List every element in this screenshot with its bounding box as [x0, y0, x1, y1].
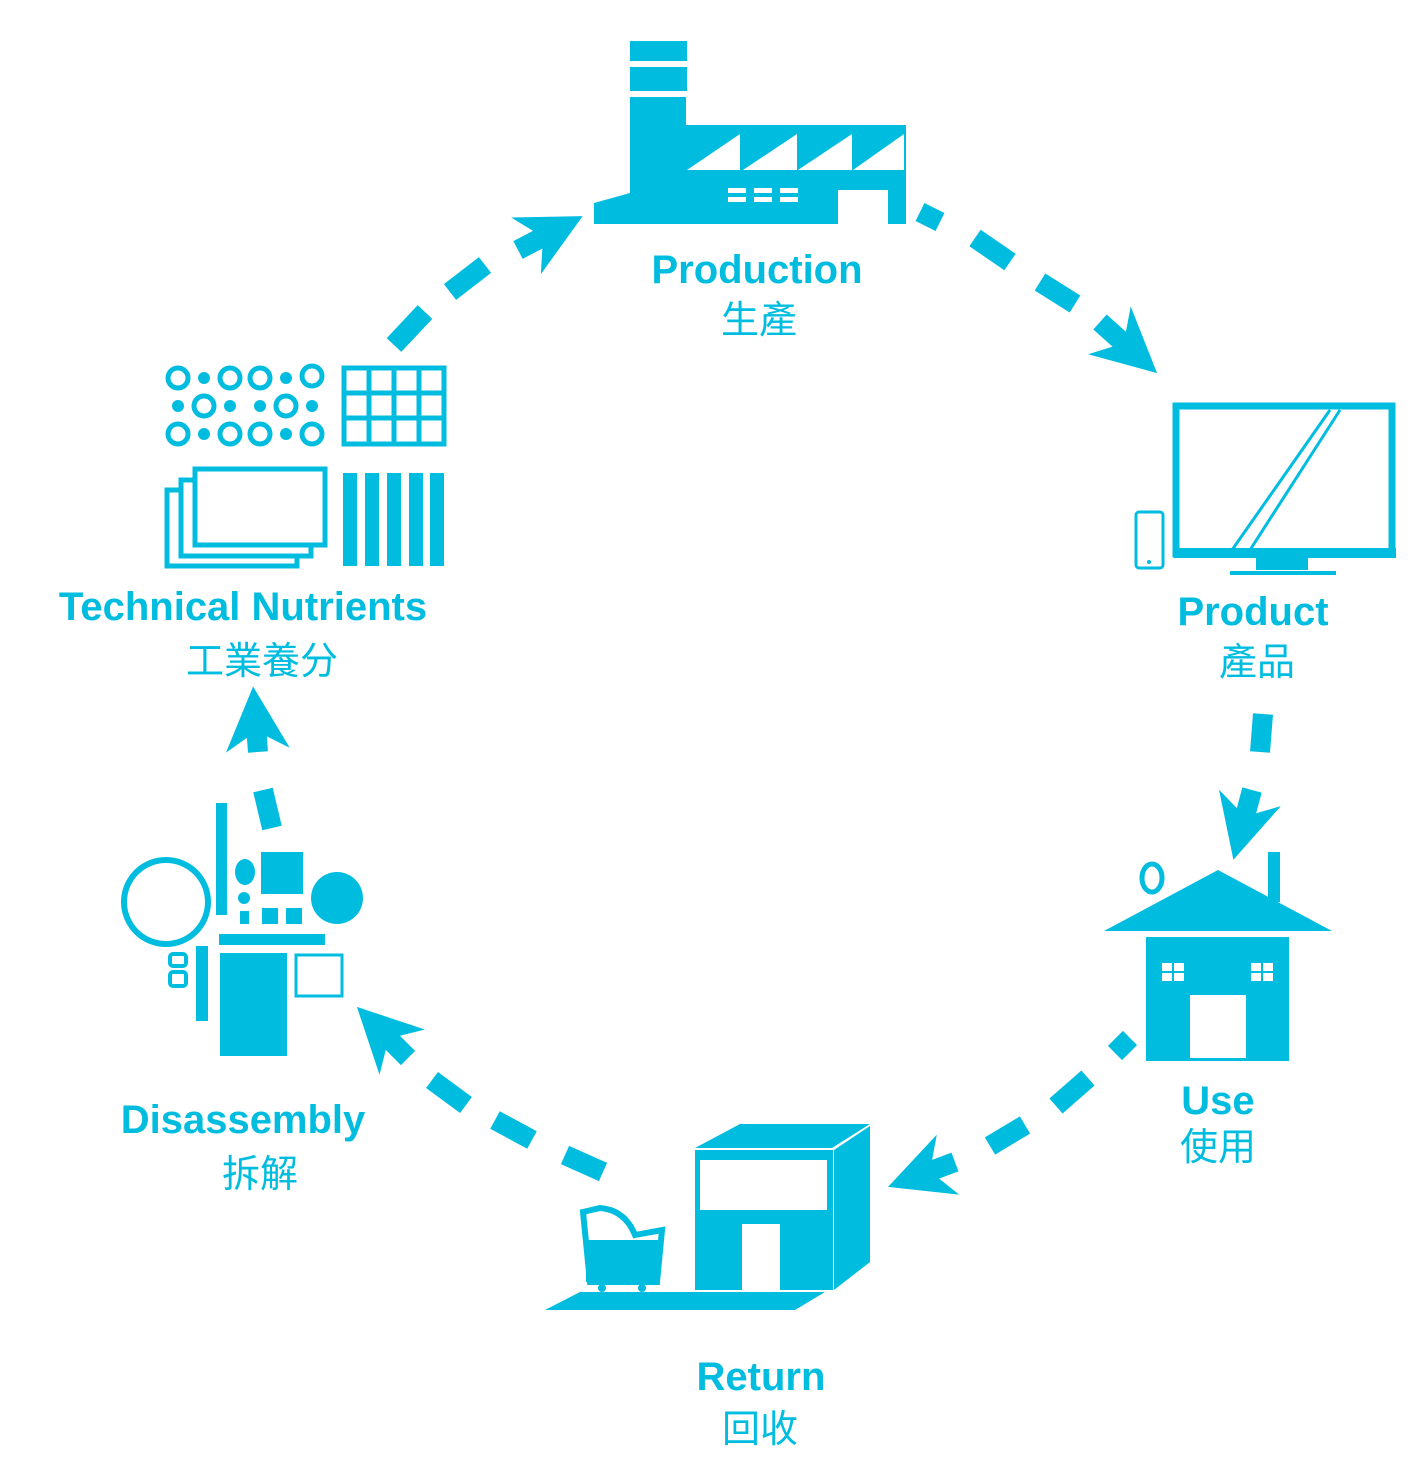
label-use: Use	[1181, 1079, 1254, 1123]
arrow-nutrients-to-production	[386, 216, 583, 352]
label-production: Production	[651, 248, 862, 292]
label-product: Product	[1177, 590, 1328, 634]
materials-icon	[164, 363, 447, 569]
factory-icon	[594, 41, 906, 224]
arrow-production-to-product	[915, 203, 1158, 374]
label-product-zh: 產品	[1219, 640, 1295, 684]
label-return-zh: 回收	[722, 1407, 798, 1451]
store-cart-icon	[545, 1124, 870, 1310]
label-disassembly-zh: 拆解	[222, 1152, 298, 1196]
house-icon	[1104, 852, 1332, 1061]
label-technical-nutrients: Technical Nutrients	[59, 585, 427, 629]
label-use-zh: 使用	[1180, 1125, 1256, 1169]
label-technical-nutrients-zh: 工業養分	[186, 639, 338, 683]
monitor-phone-icon	[1134, 402, 1396, 575]
arrow-product-to-use	[1218, 713, 1281, 860]
label-production-zh: 生產	[721, 298, 797, 342]
label-return: Return	[697, 1355, 826, 1399]
parts-icon	[121, 803, 363, 1056]
arrow-return-to-disassembly	[356, 1006, 608, 1182]
arrow-use-to-return	[888, 1030, 1138, 1195]
arrow-disassembly-to-nutrients	[225, 686, 290, 831]
label-disassembly: Disassembly	[121, 1098, 366, 1142]
cycle-arrows	[225, 203, 1281, 1195]
